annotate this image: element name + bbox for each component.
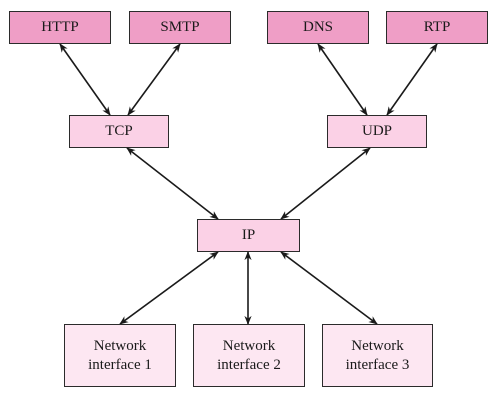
- rtp-label: RTP: [423, 19, 451, 36]
- tcp-label: TCP: [105, 123, 133, 140]
- http-label: HTTP: [41, 19, 79, 36]
- arrow-tcp-ip: [126, 147, 219, 220]
- arrow-http-tcp: [59, 43, 111, 116]
- network-interface-2-box: Network interface 2: [193, 324, 305, 387]
- network-interface-3-box: Network interface 3: [322, 324, 433, 387]
- network-interface-1-box: Network interface 1: [64, 324, 176, 387]
- network-interface-3-line1: Network: [351, 337, 404, 354]
- arrow-udp-ip: [280, 147, 371, 220]
- arrow-dns-udp: [317, 43, 368, 116]
- network-interface-1-line2: interface 1: [88, 356, 152, 373]
- arrow-ip-nic1: [119, 251, 219, 325]
- http-box: HTTP: [9, 11, 111, 44]
- dns-label: DNS: [302, 19, 333, 36]
- arrow-ip-nic3: [280, 251, 378, 325]
- arrow-smtp-tcp: [127, 43, 181, 116]
- tcp-box: TCP: [69, 115, 169, 148]
- ip-label: IP: [241, 227, 256, 244]
- network-interface-3-line2: interface 3: [345, 356, 410, 373]
- smtp-box: SMTP: [129, 11, 231, 44]
- ip-box: IP: [197, 219, 300, 252]
- dns-box: DNS: [267, 11, 369, 44]
- network-interface-1-line1: Network: [93, 337, 147, 354]
- rtp-box: RTP: [386, 11, 488, 44]
- arrow-rtp-udp: [386, 43, 438, 116]
- network-interface-2-line2: interface 2: [217, 356, 281, 373]
- network-interface-2-line1: Network: [222, 337, 276, 354]
- smtp-label: SMTP: [160, 19, 200, 36]
- udp-box: UDP: [327, 115, 427, 148]
- udp-label: UDP: [361, 123, 392, 140]
